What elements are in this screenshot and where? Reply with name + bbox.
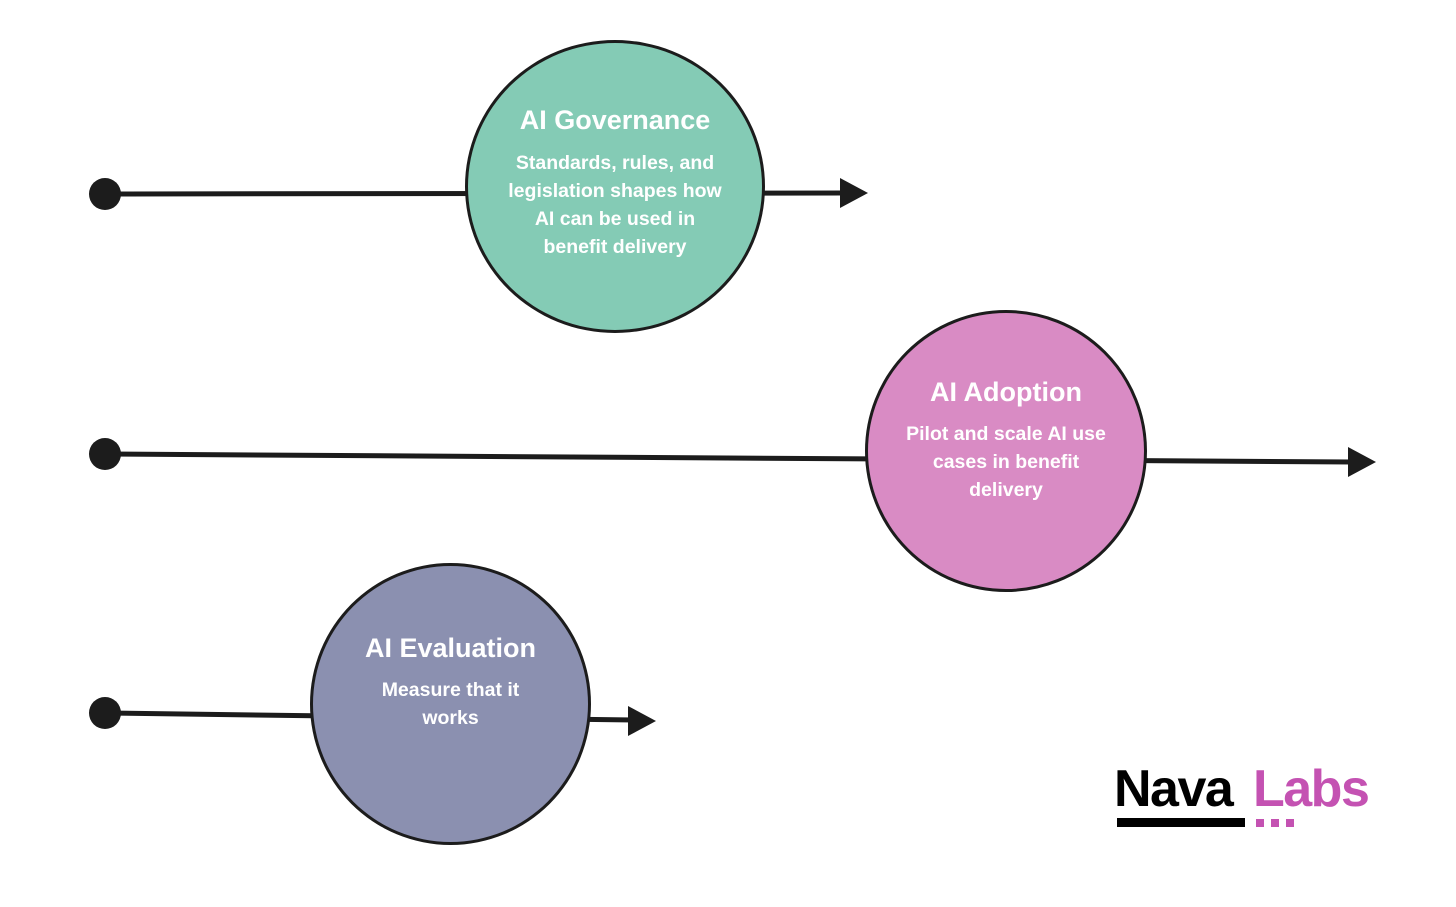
- evaluation-bubble: AI Evaluation Measure that it works: [310, 563, 591, 845]
- evaluation-arrowhead: [628, 706, 656, 736]
- governance-start-dot: [89, 178, 121, 210]
- evaluation-description: Measure that it works: [381, 679, 520, 730]
- logo-square-1: [1256, 819, 1264, 827]
- adoption-title: AI Adoption: [930, 376, 1082, 407]
- adoption-track: [89, 438, 1376, 477]
- adoption-track-line: [104, 451, 1353, 465]
- adoption-start-dot: [89, 438, 121, 470]
- adoption-bubble: AI Adoption Pilot and scale AI use cases…: [865, 310, 1147, 592]
- governance-bubble: AI Governance Standards, rules, and legi…: [465, 40, 765, 333]
- evaluation-start-dot: [89, 697, 121, 729]
- nava-labs-logo: Nava Labs: [1114, 760, 1384, 832]
- evaluation-title: AI Evaluation: [364, 632, 537, 663]
- logo-square-2: [1271, 819, 1279, 827]
- adoption-arrowhead: [1348, 447, 1376, 477]
- governance-title: AI Governance: [519, 105, 711, 136]
- logo-word-primary: Nava: [1114, 760, 1234, 818]
- logo-underline-bar: [1117, 818, 1245, 827]
- governance-description: Standards, rules, and legislation shapes…: [508, 151, 722, 258]
- governance-arrowhead: [840, 178, 868, 208]
- adoption-description: Pilot and scale AI use cases in benefit …: [906, 423, 1106, 502]
- logo-word-secondary: Labs: [1253, 760, 1370, 818]
- logo-square-3: [1286, 819, 1294, 827]
